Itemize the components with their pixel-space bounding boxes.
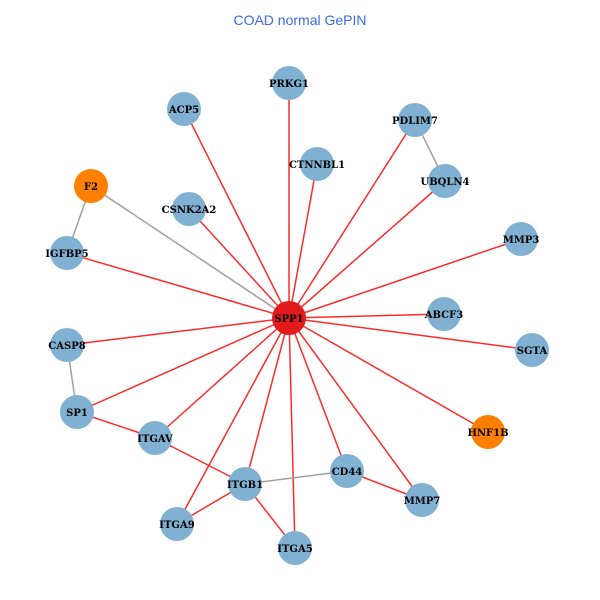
edge-spp1-itga9 — [176, 317, 290, 525]
node-circle — [471, 415, 505, 449]
edge-spp1-itgb1 — [244, 317, 290, 485]
node-circle — [504, 222, 538, 256]
node-label: CASP8 — [48, 341, 85, 352]
node-label: SP1 — [66, 408, 88, 419]
node-label: PDLIM7 — [392, 116, 438, 127]
node-itgav[interactable]: ITGAV — [137, 421, 173, 455]
edge-spp1-sp1 — [76, 317, 290, 413]
edge-spp1-pdlim7 — [288, 119, 416, 319]
node-prkg1[interactable]: PRKG1 — [269, 66, 309, 100]
node-label: CD44 — [332, 467, 363, 478]
node-label: ITGA5 — [277, 544, 312, 555]
node-label: ABCF3 — [424, 310, 463, 321]
node-circle — [398, 103, 432, 137]
node-circle — [278, 531, 312, 565]
node-ctnnbl1[interactable]: CTNNBL1 — [289, 147, 345, 181]
edge-itgb1-cd44 — [244, 470, 348, 485]
node-circle — [272, 301, 306, 335]
node-circle — [167, 92, 201, 126]
edge-spp1-csnk2a2 — [188, 208, 290, 319]
node-label: MMP3 — [503, 235, 540, 246]
node-circle — [50, 328, 84, 362]
node-circle — [74, 169, 108, 203]
chart-title: COAD normal GePIN — [233, 12, 367, 28]
node-abcf3[interactable]: ABCF3 — [424, 297, 463, 331]
node-f2[interactable]: F2 — [74, 169, 108, 203]
node-circle — [428, 164, 462, 198]
edge-spp1-ctnnbl1 — [288, 163, 318, 319]
edge-spp1-cd44 — [288, 317, 348, 472]
node-itga5[interactable]: ITGA5 — [277, 531, 313, 565]
node-circle — [60, 395, 94, 429]
node-circle — [160, 507, 194, 541]
node-label: MMP7 — [404, 496, 441, 507]
node-mmp7[interactable]: MMP7 — [404, 483, 441, 517]
node-circle — [405, 483, 439, 517]
edge-spp1-ubqln4 — [288, 180, 446, 319]
node-ubqln4[interactable]: UBQLN4 — [420, 164, 470, 198]
node-circle — [172, 192, 206, 226]
edge-spp1-sgta — [288, 317, 533, 351]
node-igfbp5[interactable]: IGFBP5 — [45, 236, 89, 270]
node-circle — [330, 454, 364, 488]
node-label: CTNNBL1 — [289, 160, 345, 171]
node-label: CSNK2A2 — [162, 205, 217, 216]
node-mmp3[interactable]: MMP3 — [503, 222, 540, 256]
node-circle — [50, 236, 84, 270]
edge-spp1-mmp7 — [288, 317, 423, 501]
node-label: ACP5 — [168, 105, 199, 116]
edge-spp1-abcf3 — [288, 313, 445, 319]
node-label: ITGB1 — [227, 480, 263, 491]
node-acp5[interactable]: ACP5 — [167, 92, 201, 126]
edge-spp1-mmp3 — [288, 238, 522, 319]
node-csnk2a2[interactable]: CSNK2A2 — [162, 192, 217, 226]
node-label: PRKG1 — [269, 79, 309, 90]
node-label: ITGA9 — [159, 520, 194, 531]
node-itga9[interactable]: ITGA9 — [159, 507, 195, 541]
node-circle — [272, 66, 306, 100]
node-label: UBQLN4 — [420, 177, 469, 188]
node-pdlim7[interactable]: PDLIM7 — [392, 103, 438, 137]
edge-spp1-itgav — [154, 317, 290, 439]
node-label: F2 — [84, 182, 98, 193]
edge-spp1-f2 — [90, 185, 290, 319]
node-circle — [300, 147, 334, 181]
node-circle — [138, 421, 172, 455]
node-sp1[interactable]: SP1 — [60, 395, 94, 429]
edge-spp1-hnf1b — [288, 317, 489, 433]
node-label: SPP1 — [274, 314, 303, 325]
node-label: HNF1B — [467, 428, 508, 439]
node-casp8[interactable]: CASP8 — [48, 328, 86, 362]
edge-spp1-igfbp5 — [66, 252, 290, 319]
edge-spp1-casp8 — [66, 317, 290, 346]
node-circle — [427, 297, 461, 331]
node-label: SGTA — [517, 346, 548, 357]
node-sgta[interactable]: SGTA — [515, 333, 549, 367]
node-itgb1[interactable]: ITGB1 — [227, 467, 263, 501]
node-spp1[interactable]: SPP1 — [272, 301, 306, 335]
edge-spp1-itga5 — [288, 317, 296, 549]
node-circle — [228, 467, 262, 501]
node-label: IGFBP5 — [45, 249, 88, 260]
edge-spp1-acp5 — [183, 108, 290, 319]
node-cd44[interactable]: CD44 — [330, 454, 364, 488]
node-hnf1b[interactable]: HNF1B — [467, 415, 509, 449]
node-circle — [515, 333, 549, 367]
node-label: ITGAV — [137, 434, 173, 445]
